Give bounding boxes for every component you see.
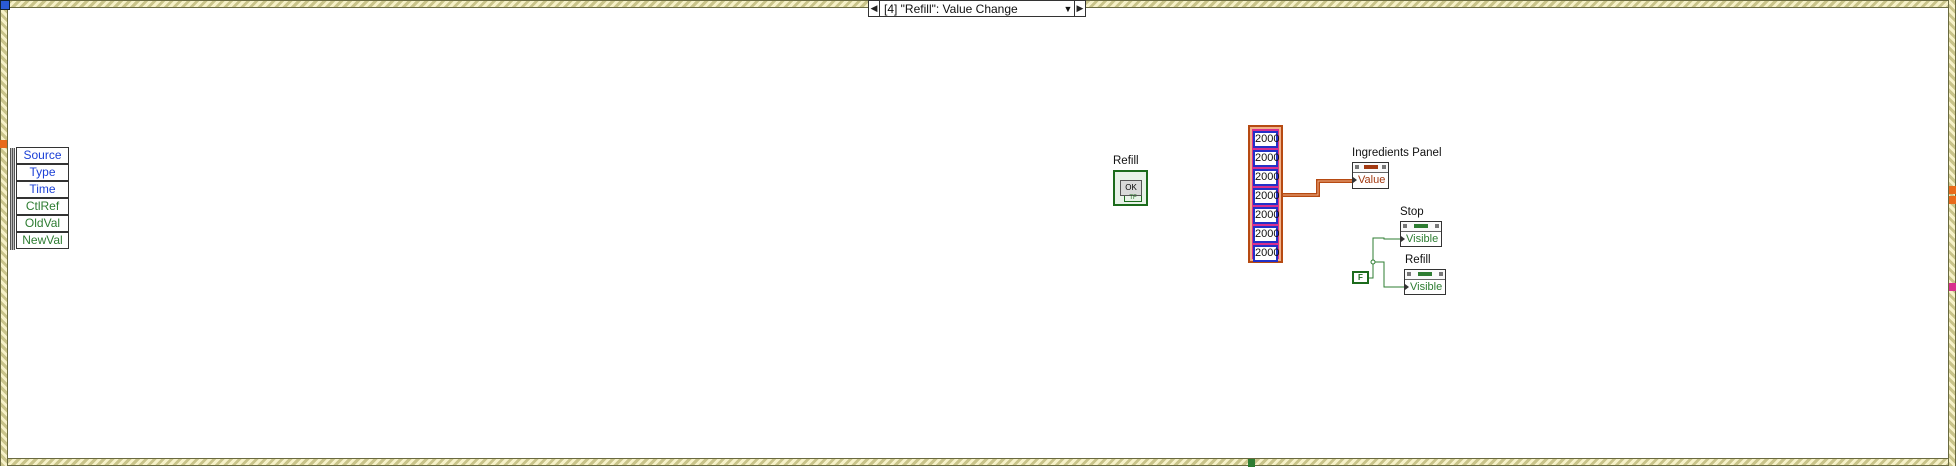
event-case-label: [4] "Refill": Value Change: [884, 1, 1018, 16]
next-case-arrow-icon[interactable]: ▶: [1074, 1, 1085, 16]
property-input-arrow-icon: [1353, 177, 1357, 183]
refill-boolean-terminal[interactable]: OK TF: [1113, 170, 1148, 206]
event-data-oldval[interactable]: OldVal: [16, 215, 69, 232]
property-node-header: [1401, 222, 1441, 232]
array-element[interactable]: 2000: [1253, 245, 1279, 262]
event-data-node-bar: [10, 148, 15, 250]
tf-type-glyph: TF: [1124, 195, 1142, 202]
boolean-class-icon: [1414, 224, 1428, 228]
property-node-header: [1353, 163, 1388, 173]
event-structure-bottom-border: [0, 458, 1956, 466]
refnum-pad-icon: [1403, 224, 1407, 228]
refill-terminal-label: Refill: [1113, 155, 1139, 167]
boolean-false-constant[interactable]: F: [1352, 271, 1369, 284]
ingredients-panel-label: Ingredients Panel: [1352, 147, 1442, 159]
refnum-pad-icon: [1407, 272, 1411, 276]
right-tunnel-numeric[interactable]: [1949, 186, 1956, 194]
event-structure-left-border: [0, 0, 8, 466]
refnum-pad-icon: [1382, 165, 1386, 169]
numeric-class-icon: [1364, 165, 1378, 169]
chevron-down-icon[interactable]: ▼: [1063, 3, 1073, 14]
event-case-selector[interactable]: ◀ [4] "Refill": Value Change ▼ ▶: [868, 0, 1086, 17]
event-data-newval[interactable]: NewVal: [16, 232, 69, 249]
property-input-arrow-icon: [1405, 284, 1409, 290]
array-element[interactable]: 2000: [1253, 188, 1279, 205]
event-data-source[interactable]: Source: [16, 147, 69, 164]
event-data-type[interactable]: Type: [16, 164, 69, 181]
refnum-pad-icon: [1435, 224, 1439, 228]
refill-visible-property[interactable]: Visible: [1405, 280, 1445, 294]
property-name: Visible: [1410, 281, 1443, 293]
ok-button-glyph: OK: [1120, 180, 1142, 196]
event-data-ctlref[interactable]: CtlRef: [16, 198, 69, 215]
ingredients-panel-property-node[interactable]: Value: [1352, 162, 1389, 189]
refnum-pad-icon: [1439, 272, 1443, 276]
array-element[interactable]: 2000: [1253, 169, 1279, 186]
array-constant[interactable]: 2000 2000 2000 2000 2000 2000 2000: [1248, 125, 1283, 263]
property-input-arrow-icon: [1401, 236, 1405, 242]
array-constant-body: 2000 2000 2000 2000 2000 2000 2000: [1252, 129, 1279, 262]
stop-visible-property[interactable]: Visible: [1401, 232, 1441, 246]
event-structure-right-border: [1948, 0, 1956, 466]
stop-label: Stop: [1400, 206, 1424, 218]
refill-property-node[interactable]: Visible: [1404, 269, 1446, 295]
array-element[interactable]: 2000: [1253, 226, 1279, 243]
right-tunnel-numeric-2[interactable]: [1949, 196, 1956, 204]
ingredients-value-property[interactable]: Value: [1353, 173, 1388, 187]
property-name: Value: [1358, 174, 1386, 186]
event-data-time[interactable]: Time: [16, 181, 69, 198]
property-node-header: [1405, 270, 1445, 280]
array-element[interactable]: 2000: [1253, 131, 1279, 148]
prev-case-arrow-icon[interactable]: ◀: [869, 1, 880, 16]
refill-property-label: Refill: [1405, 254, 1431, 266]
left-tunnel[interactable]: [0, 140, 7, 148]
refnum-pad-icon: [1355, 165, 1359, 169]
right-tunnel-cluster[interactable]: [1949, 283, 1956, 291]
boolean-class-icon: [1418, 272, 1432, 276]
property-name: Visible: [1406, 233, 1439, 245]
array-element[interactable]: 2000: [1253, 150, 1279, 167]
array-element[interactable]: 2000: [1253, 207, 1279, 224]
stop-property-node[interactable]: Visible: [1400, 221, 1442, 247]
while-loop-iteration-icon[interactable]: [0, 0, 10, 10]
bottom-tunnel-boolean[interactable]: [1248, 459, 1255, 467]
